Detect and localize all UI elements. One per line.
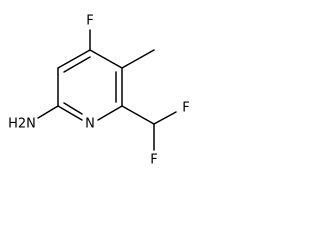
- atom-label-fluorine-top: F: [182, 101, 189, 116]
- ring-bond-n1-c2: [57, 105, 83, 121]
- ring-bond-c3-c4-inner: [63, 56, 91, 73]
- ring-bond-c3-c4: [57, 49, 91, 69]
- bond-c6-difluoromethyl: [121, 105, 155, 125]
- atom-label-fluorine-ring: F: [86, 14, 93, 29]
- ring-bond-c4-c5: [89, 49, 123, 69]
- atom-label-ring-nitrogen: N: [85, 117, 95, 132]
- bond-c2-amine: [37, 105, 59, 119]
- bond-chf2-fluorine-top: [153, 111, 177, 125]
- atom-label-fluorine-bottom: F: [150, 153, 157, 168]
- chemical-structure-diagram: F N H2N F F: [8, 14, 190, 168]
- ring-bond-n1-c2-inner: [63, 102, 83, 115]
- bond-c5-methyl: [121, 49, 155, 69]
- atom-label-amine: H2N: [8, 117, 36, 132]
- ring-bond-c6-n1: [97, 105, 123, 121]
